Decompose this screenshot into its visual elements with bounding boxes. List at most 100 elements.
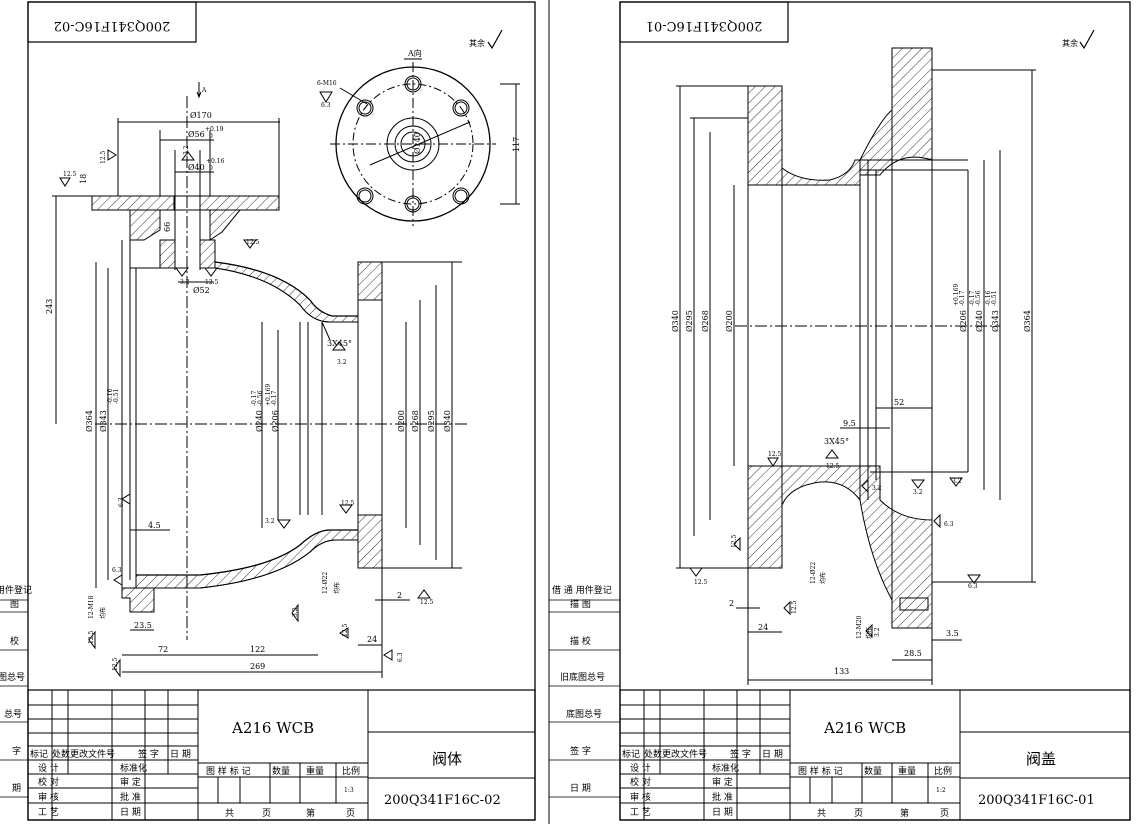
- right-side-0: 借 通 用件登记: [552, 584, 612, 596]
- left-d66: 66: [163, 222, 172, 232]
- right-d240-lo: -0.56: [975, 290, 982, 306]
- left-ra-6: 3.2: [337, 359, 347, 366]
- left-d18: 18: [79, 174, 88, 184]
- left-footer-3: 页: [346, 808, 355, 819]
- left-surface-note: 其余: [469, 38, 485, 48]
- right-role-1: 校 对: [630, 776, 651, 788]
- right-d343: Ø343: [991, 310, 1000, 332]
- left-rev-4: 日 期: [170, 749, 191, 760]
- left-d52: Ø52: [193, 286, 210, 295]
- right-approval-2: 批 准: [712, 791, 733, 803]
- right-material: A216 WCB: [823, 719, 906, 737]
- left-title-block: A216 WCB 阀体 200Q341F16C-02 1:3 标记 处数 更改文…: [27, 689, 536, 821]
- right-d268: Ø268: [701, 310, 710, 332]
- left-holes-right-note: 均布: [333, 582, 341, 594]
- right-d28-5: 28.5: [904, 649, 922, 658]
- left-d140: Ø140: [413, 132, 422, 154]
- right-ra-0: 12.5: [768, 451, 782, 458]
- left-d343-up: -0.16: [107, 388, 114, 404]
- left-d206-lo: -0.17: [271, 390, 278, 406]
- right-col-2: 重量: [898, 765, 916, 777]
- right-d343-lo: -0.51: [991, 291, 998, 306]
- right-side-3: 旧底图总号: [560, 671, 605, 683]
- right-d133: 133: [834, 667, 849, 676]
- left-col-3: 比例: [342, 765, 360, 777]
- left-footer-1: 页: [262, 808, 271, 819]
- right-side-6: 日 期: [570, 783, 591, 794]
- left-roughness-marks: 12.5 12.5 3.2 12.5 3.2 12.5 3.2 6.3 3.2 …: [59, 145, 434, 678]
- left-drawing-no: 200Q341F16C-02: [384, 793, 501, 808]
- left-ra-8: 3.2: [265, 518, 275, 525]
- right-rev-0: 标记: [622, 748, 640, 760]
- right-holes-bottom-note: 均布: [865, 627, 873, 639]
- left-d200: Ø200: [397, 410, 406, 432]
- left-side-0: 用件登记: [0, 584, 32, 596]
- right-d24: 24: [758, 623, 768, 632]
- right-ra-9: 12.5: [791, 600, 798, 614]
- right-d9-5: 9.5: [843, 419, 856, 428]
- left-ra-15: 12.5: [88, 630, 95, 644]
- left-d364: Ø364: [85, 410, 94, 432]
- left-rev-1: 处数: [52, 748, 70, 760]
- left-col-0: 图 样 标 记: [206, 765, 251, 777]
- right-approval-3: 日 期: [712, 807, 733, 818]
- left-d343: Ø343: [99, 410, 108, 432]
- right-title-block: A216 WCB 阀盖 200Q341F16C-01 1:2 标记 处数 更改文…: [619, 689, 1131, 821]
- right-ra-6: 12.5: [694, 579, 708, 586]
- left-side-1: 图: [10, 599, 19, 610]
- left-approval-2: 批 准: [120, 791, 141, 803]
- right-sheet-frame: [619, 1, 1131, 821]
- left-approval-0: 标准化: [120, 762, 147, 774]
- right-d52: 52: [894, 398, 904, 407]
- right-ra-2: 3.2: [872, 485, 882, 492]
- right-d343-up: -0.16: [985, 290, 992, 306]
- left-ra-9: 12.5: [341, 500, 355, 507]
- left-ra-4: 3.2: [180, 279, 190, 286]
- left-d240: Ø240: [255, 410, 264, 432]
- left-d206-up: +0.169: [265, 384, 272, 406]
- left-body-section: [91, 96, 470, 640]
- left-col-1: 数量: [272, 765, 290, 777]
- left-role-0: 设 计: [38, 762, 59, 774]
- right-role-3: 工 艺: [630, 807, 651, 818]
- left-d243: 243: [45, 299, 54, 314]
- right-d206-lo: -0.17: [959, 290, 966, 306]
- left-ra-2: 3.2: [183, 145, 190, 155]
- right-d240: Ø240: [975, 310, 984, 332]
- left-holes-bottom-note: 均布: [99, 607, 107, 619]
- right-side-1: 描 图: [570, 598, 591, 610]
- left-role-2: 审 核: [38, 791, 59, 803]
- left-footer-2: 第: [306, 807, 315, 819]
- right-footer-0: 共: [817, 808, 826, 819]
- left-ra-10: 12.5: [420, 599, 434, 606]
- left-dimensions: Ø170 Ø56 +0.19 0 Ø40 +0.16 0 Ø52 66 18 2…: [45, 111, 462, 678]
- left-part-name: 阀体: [432, 750, 462, 768]
- left-ra-12: 12.5: [342, 623, 349, 637]
- right-ra-7: 6.3: [968, 583, 978, 590]
- right-d2: 2: [729, 599, 734, 608]
- left-scale: 1:3: [344, 787, 354, 794]
- right-col-0: 图 样 标 记: [798, 765, 843, 777]
- left-d295: Ø295: [427, 410, 436, 432]
- left-ra-1: 12.5: [100, 150, 107, 164]
- right-roughness-marks: 12.5 12.5 3.2 3.2 3.2 6.3 12.5 6.3 12.5 …: [689, 449, 981, 639]
- right-side-labels: 借 通 用件登记 描 图 描 校 旧底图总号 底图总号 签 字 日 期: [552, 584, 612, 794]
- right-d340: Ø340: [671, 310, 680, 332]
- left-d268: Ø268: [411, 410, 420, 432]
- left-approval-3: 日 期: [120, 807, 141, 818]
- right-drawing-no: 200Q341F16C-01: [978, 793, 1095, 808]
- left-view-label: A向: [407, 48, 422, 58]
- left-approval-1: 审 定: [120, 776, 141, 788]
- left-a-view: A向 Ø140 6-M16 6.3 117: [317, 48, 521, 226]
- right-ra-5: 6.3: [944, 521, 954, 528]
- left-d56-lo: 0: [209, 133, 213, 140]
- left-rev-2: 更改文件号: [70, 748, 115, 760]
- right-ra-10: 3.2: [874, 627, 881, 637]
- right-dimensions: Ø340 Ø295 Ø268 Ø200 Ø206 +0.169 -0.17 Ø2…: [671, 69, 1036, 685]
- left-d117: 117: [512, 137, 521, 152]
- right-holes-bottom: 12-M20: [856, 615, 863, 639]
- right-surface-symbol: [1079, 29, 1095, 50]
- left-bolt-spec: 6-M16: [317, 80, 337, 87]
- left-d56-up: +0.19: [205, 126, 224, 133]
- left-d240-lo: -0.56: [257, 390, 264, 406]
